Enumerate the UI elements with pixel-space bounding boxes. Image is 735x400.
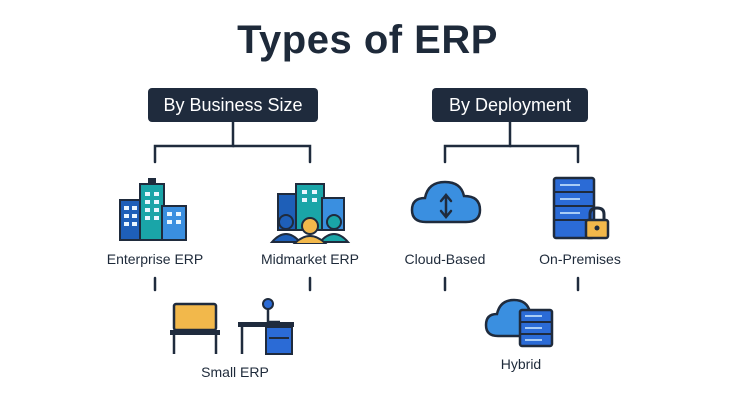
connector-midmarket xyxy=(231,144,312,164)
office-buildings-icon xyxy=(119,178,187,241)
item-small-erp: Small ERP xyxy=(201,364,269,380)
group-heading-deployment: By Deployment xyxy=(432,88,588,122)
item-cloud-based: Cloud-Based xyxy=(404,251,486,267)
item-enterprise-erp: Enterprise ERP xyxy=(106,251,204,267)
desk-laptop-icon xyxy=(170,298,294,355)
cloud-sync-icon xyxy=(410,180,482,224)
page-title: Types of ERP xyxy=(237,18,498,62)
cloud-server-icon xyxy=(484,298,554,348)
item-midmarket-erp: Midmarket ERP xyxy=(260,251,360,267)
server-lock-icon xyxy=(552,176,610,240)
item-hybrid: Hybrid xyxy=(500,356,542,372)
group-heading-business-size: By Business Size xyxy=(148,88,318,122)
item-on-premises: On-Premises xyxy=(539,251,621,267)
connector-onprem xyxy=(508,144,580,164)
connector-enterprise xyxy=(153,120,235,164)
team-buildings-icon xyxy=(269,183,351,244)
connector-cloud xyxy=(443,120,512,164)
